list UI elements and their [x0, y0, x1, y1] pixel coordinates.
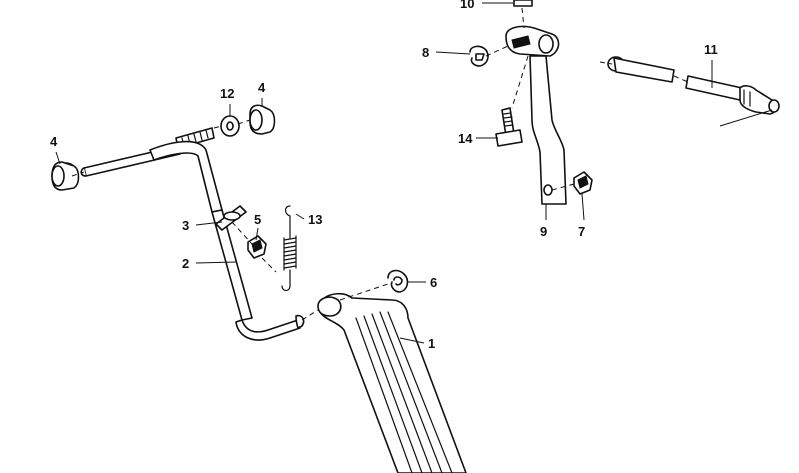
callout-13: 13	[308, 212, 322, 227]
callout-2: 2	[182, 256, 189, 271]
part-4-bushing-left[interactable]	[51, 161, 80, 191]
part-4-bushing-right[interactable]	[249, 104, 276, 135]
part-3-clip[interactable]	[215, 205, 247, 231]
callout-14: 14	[458, 131, 473, 146]
part-7-nut[interactable]	[573, 171, 593, 195]
callout-6: 6	[430, 275, 437, 290]
callout-4-right: 4	[258, 80, 266, 95]
part-1-pedal-plate[interactable]	[317, 292, 467, 473]
callout-11: 11	[704, 42, 718, 57]
callout-labels: 1 2 3 4 4 5 6 7 8 9 10 11 12 13 14	[50, 0, 718, 351]
part-9-lever[interactable]	[505, 25, 567, 205]
callout-5: 5	[254, 212, 261, 227]
callout-8: 8	[422, 45, 429, 60]
part-2-pedal-shaft[interactable]	[80, 127, 305, 341]
part-13-spring[interactable]	[281, 205, 297, 292]
leader-lines	[55, 2, 773, 344]
callout-1: 1	[428, 336, 435, 351]
part-11-linkage-rod[interactable]	[607, 56, 780, 115]
assembly-lines	[71, 7, 689, 321]
part-5-nut[interactable]	[247, 235, 267, 259]
part-8-clamp-clip[interactable]	[469, 45, 489, 67]
callout-7: 7	[578, 224, 585, 239]
part-12-washer[interactable]	[220, 115, 240, 137]
part-10-bolt-head[interactable]	[513, 0, 533, 7]
callout-9: 9	[540, 224, 547, 239]
part-6-retaining-clip[interactable]	[387, 269, 409, 293]
part-14-bolt[interactable]	[495, 107, 523, 147]
callout-12: 12	[220, 86, 234, 101]
callout-3: 3	[182, 218, 189, 233]
callout-4-left: 4	[50, 134, 58, 149]
callout-10: 10	[460, 0, 474, 11]
